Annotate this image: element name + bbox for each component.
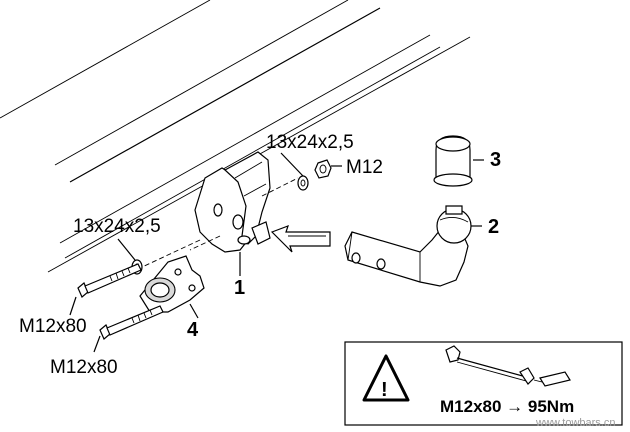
bolt-upper [69,263,142,316]
washer-lower-label: 13x24x2,5 [73,216,161,237]
callout-numbers: 1 2 3 4 [187,149,501,341]
bolt-label-1: M12x80 [19,316,87,337]
part-labels: 13x24x2,5 M12 13x24x2,5 M12x80 M12x80 [19,132,383,378]
notice-box: ! M12x80 → 95Nm [344,341,623,426]
backing-plate [139,255,205,319]
washer-upper-label: 13x24x2,5 [266,132,354,153]
bolt-label-2: M12x80 [50,357,118,378]
ball-cap [433,135,484,187]
warning-symbol: ! [381,379,388,401]
callout-2: 2 [488,216,499,238]
torque-spec: M12x80 → 95Nm [440,397,574,416]
mounting-bracket [139,151,299,269]
torque-wrench-icon [445,345,571,387]
assembly-arrow-icon [270,224,331,253]
upper-washer-nut [280,152,342,191]
bolt-lower [93,305,164,353]
nut-label: M12 [346,157,383,178]
tow-hook [344,205,482,287]
watermark: www.towbars.cn [535,417,615,429]
callout-3: 3 [490,149,501,171]
warning-triangle-icon [362,354,410,402]
callout-1: 1 [234,277,245,299]
callout-4: 4 [187,319,199,341]
